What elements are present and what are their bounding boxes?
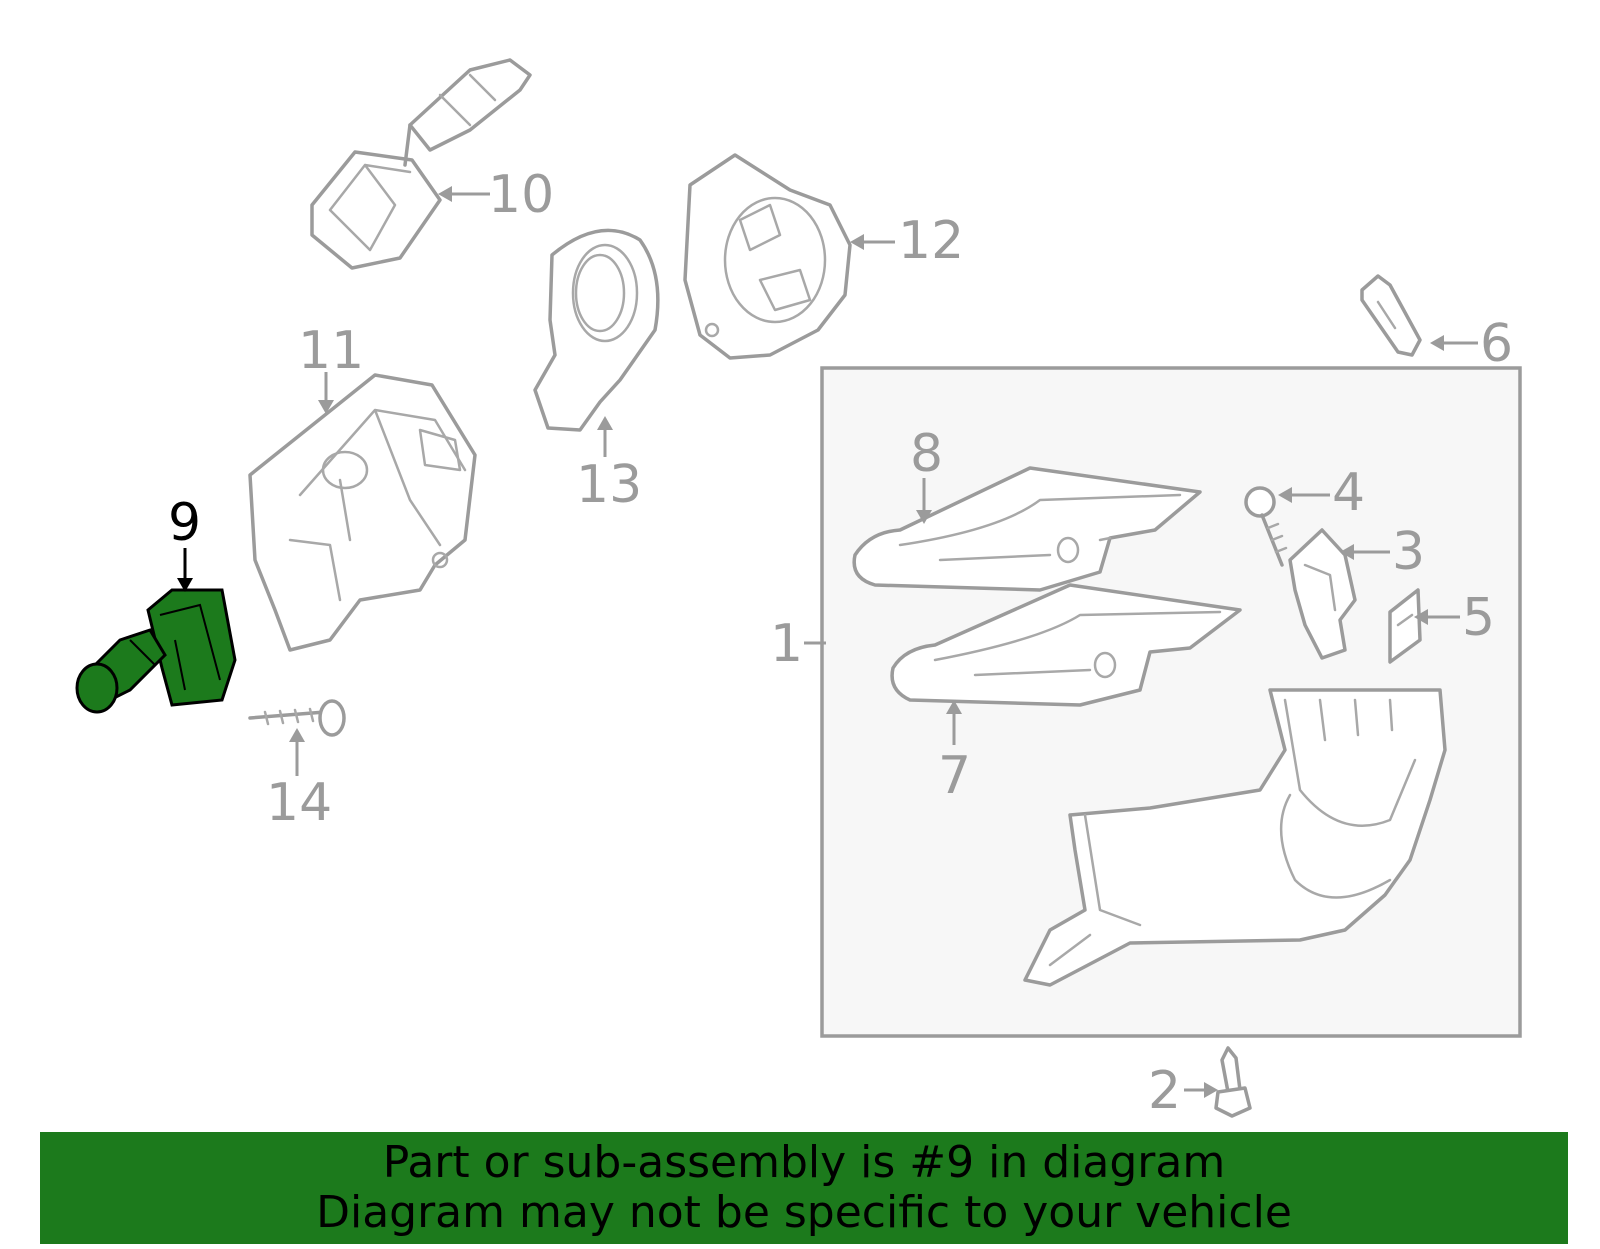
part-6-clip[interactable] (1360, 274, 1422, 357)
part-2-bolt[interactable] (1214, 1046, 1252, 1118)
part-5-plate[interactable] (1388, 588, 1422, 664)
lower-shroud[interactable] (1023, 688, 1447, 987)
part-14-screw[interactable] (248, 699, 346, 737)
callout-leaders (177, 186, 1478, 1098)
part-8-upper-cover[interactable] (852, 466, 1202, 592)
callout-11[interactable]: 11 (298, 321, 364, 381)
banner-line-2: Diagram may not be specific to your vehi… (316, 1187, 1292, 1238)
part-9-switch-highlighted[interactable] (75, 588, 237, 714)
callout-1[interactable]: 1 (770, 614, 803, 674)
callout-10[interactable]: 10 (488, 165, 554, 225)
callout-6[interactable]: 6 (1480, 314, 1513, 374)
callout-9[interactable]: 9 (168, 493, 201, 553)
part-4-screw[interactable] (1244, 486, 1288, 567)
callout-labels: 10 12 11 13 6 8 4 3 5 1 7 14 2 9 (168, 165, 1513, 1121)
part-3-bracket[interactable] (1288, 528, 1357, 660)
callout-13[interactable]: 13 (576, 455, 642, 515)
callout-2[interactable]: 2 (1148, 1061, 1181, 1121)
info-banner: Part or sub-assembly is #9 in diagram Di… (40, 1132, 1568, 1244)
part-10-wiper-switch[interactable] (310, 58, 532, 270)
part-7-lower-cover[interactable] (890, 583, 1242, 707)
part-12-clock-spring[interactable] (683, 153, 852, 360)
callout-12[interactable]: 12 (898, 211, 964, 271)
callout-8[interactable]: 8 (910, 424, 943, 484)
banner-line-1: Part or sub-assembly is #9 in diagram (382, 1137, 1226, 1188)
callout-5[interactable]: 5 (1462, 588, 1495, 648)
callout-3[interactable]: 3 (1392, 522, 1425, 582)
part-11-column-housing[interactable] (248, 373, 477, 652)
part-13-ring[interactable] (533, 228, 660, 432)
callout-4[interactable]: 4 (1332, 463, 1365, 523)
callout-14[interactable]: 14 (266, 773, 332, 833)
callout-7[interactable]: 7 (938, 746, 971, 806)
